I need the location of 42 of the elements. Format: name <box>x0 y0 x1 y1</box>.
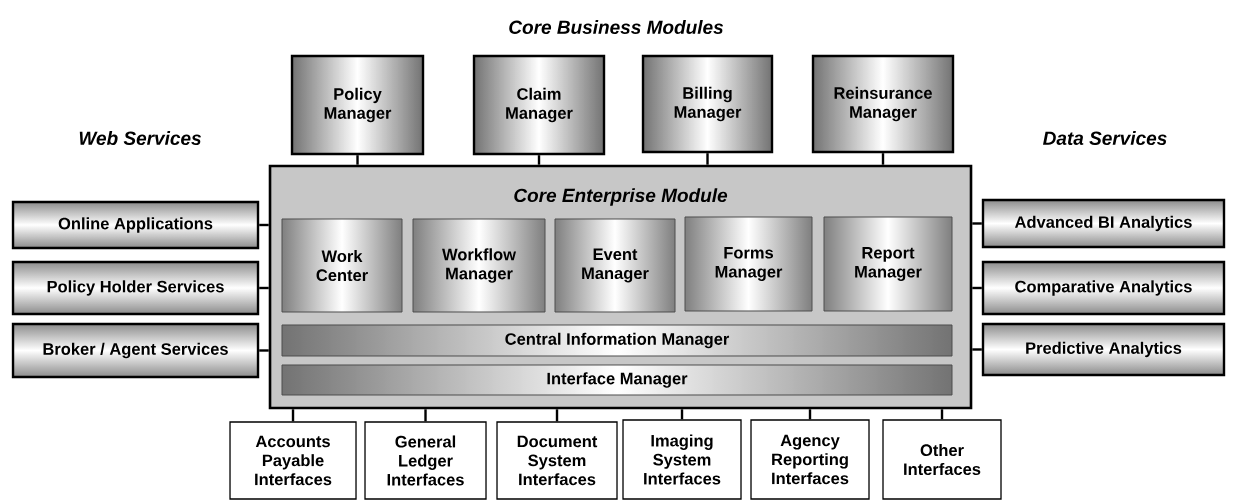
module-box: Work Center <box>281 218 403 313</box>
service-box: Predictive Analytics <box>981 322 1226 377</box>
connector-line <box>881 153 885 165</box>
service-box: Online Applications <box>11 200 260 250</box>
connector-line <box>972 222 982 225</box>
interface-box: General Ledger Interfaces <box>364 421 487 500</box>
manager-bar: Interface Manager <box>281 364 953 396</box>
interface-box: Document System Interfaces <box>496 421 618 500</box>
module-box: Forms Manager <box>684 216 813 312</box>
manager-bar: Central Information Manager <box>281 324 953 357</box>
connector-line <box>706 153 709 165</box>
service-box: Broker / Agent Services <box>11 322 260 379</box>
connector-line <box>291 409 295 422</box>
interface-box: Accounts Payable Interfaces <box>229 421 357 500</box>
connector-line <box>555 409 559 422</box>
group-heading: Core Business Modules <box>509 20 724 34</box>
connector-line <box>808 409 812 420</box>
connector-line <box>356 155 359 165</box>
connector-line <box>680 409 684 420</box>
service-box: Policy Holder Services <box>11 260 260 316</box>
module-box: Reinsurance Manager <box>811 54 955 154</box>
connector-line <box>537 155 541 165</box>
connector-line <box>940 409 944 420</box>
module-box: Report Manager <box>823 216 953 312</box>
group-heading: Web Services <box>79 131 201 145</box>
module-box: Event Manager <box>554 218 676 313</box>
group-heading: Data Services <box>1043 131 1167 145</box>
module-box: Billing Manager <box>641 54 774 154</box>
interface-box: Agency Reporting Interfaces <box>750 419 870 500</box>
connector-line <box>259 223 269 227</box>
module-box: Policy Manager <box>290 54 425 156</box>
service-box: Advanced BI Analytics <box>981 198 1226 249</box>
connector-line <box>972 286 982 290</box>
module-box: Claim Manager <box>472 54 606 156</box>
connector-line <box>972 348 982 351</box>
connector-line <box>424 409 427 422</box>
module-box: Workflow Manager <box>412 218 546 313</box>
service-box: Comparative Analytics <box>981 260 1226 316</box>
interface-box: Other Interfaces <box>882 419 1002 500</box>
interface-box: Imaging System Interfaces <box>622 419 742 500</box>
connector-line <box>259 286 269 290</box>
connector-line <box>259 349 269 352</box>
